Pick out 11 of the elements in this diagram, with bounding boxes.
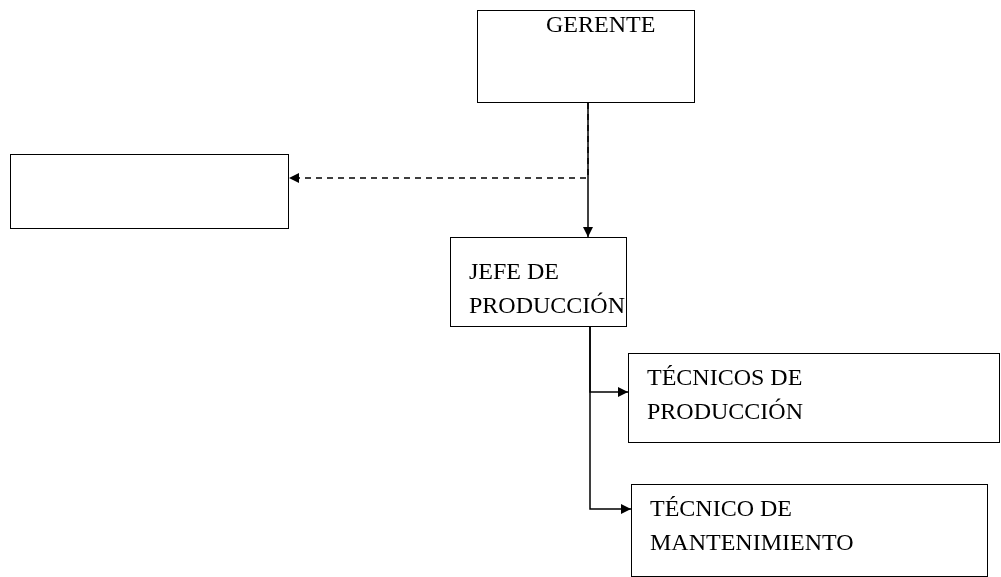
org-box (628, 353, 1000, 443)
role-title: GERENTE (546, 10, 657, 39)
arrow (589, 326, 632, 514)
role-title: TÉCNICO DE MANTENIMIENTO (650, 494, 855, 557)
org-box (631, 484, 988, 577)
dashed-arrow (288, 102, 589, 183)
role-title: TÉCNICOS DE PRODUCCIÓN (647, 363, 805, 426)
org-box (477, 10, 695, 103)
role-title: JEFE DE PRODUCCIÓN (469, 257, 624, 320)
org-box (450, 237, 627, 327)
org-box (10, 154, 289, 229)
